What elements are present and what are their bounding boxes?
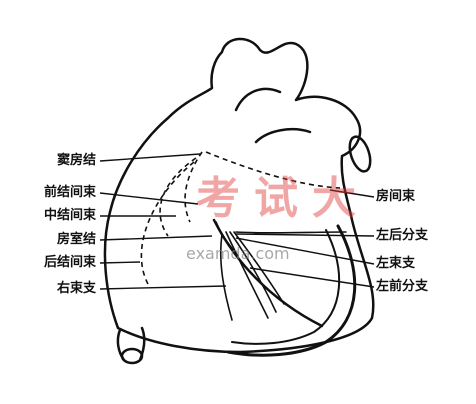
heart-outer-contour <box>103 37 375 354</box>
label-left-bundle-branch: 左束支 <box>376 256 416 271</box>
left-ventricle-band-inner <box>231 229 341 345</box>
label-sa-node: 窦房结 <box>56 153 96 168</box>
leader-right-bundle <box>99 285 227 290</box>
label-left-posterior-fascicle: 左后分支 <box>376 228 429 243</box>
right-bundle-branch <box>219 233 233 321</box>
vessel-opening-bottom <box>120 347 144 365</box>
middle-internodal-path <box>159 157 197 237</box>
anterior-internodal-path <box>184 151 203 223</box>
leader-left-posterior-fascicle <box>235 233 375 237</box>
vessel-bottom-tube <box>116 326 146 362</box>
watermark-url: examda.com <box>186 244 290 263</box>
leader-posterior-internodal <box>99 261 141 264</box>
left-ventricle-band <box>226 224 357 357</box>
pulmonary-trunk-line <box>254 128 312 144</box>
posterior-internodal-path <box>140 161 195 285</box>
left-bundle-branch-b <box>229 231 277 313</box>
label-middle-internodal-bundle: 中结间束 <box>43 208 96 223</box>
label-anterior-internodal-bundle: 前结间束 <box>43 185 96 200</box>
leader-av-node <box>99 235 213 241</box>
leader-interatrial <box>329 189 375 198</box>
label-right-bundle-branch: 右束支 <box>56 281 96 296</box>
vessel-opening-right <box>348 135 372 173</box>
leader-left-bundle <box>235 237 375 265</box>
watermark-characters: 考试大 <box>196 173 370 224</box>
leader-left-anterior-fascicle <box>249 267 375 288</box>
label-left-anterior-fascicle: 左前分支 <box>376 279 429 294</box>
label-av-node: 房室结 <box>56 232 96 247</box>
septum-curve <box>212 218 324 328</box>
aorta-inner-line <box>234 87 282 112</box>
left-bundle-branch-a <box>225 231 269 319</box>
leader-sa-node <box>99 153 201 162</box>
label-interatrial-bundle: 房间束 <box>376 189 416 204</box>
label-posterior-internodal-bundle: 后结间束 <box>43 255 96 270</box>
interatrial-path <box>205 151 341 189</box>
leader-anterior-internodal <box>99 192 199 205</box>
left-posterior-fascicle-line <box>235 231 347 234</box>
